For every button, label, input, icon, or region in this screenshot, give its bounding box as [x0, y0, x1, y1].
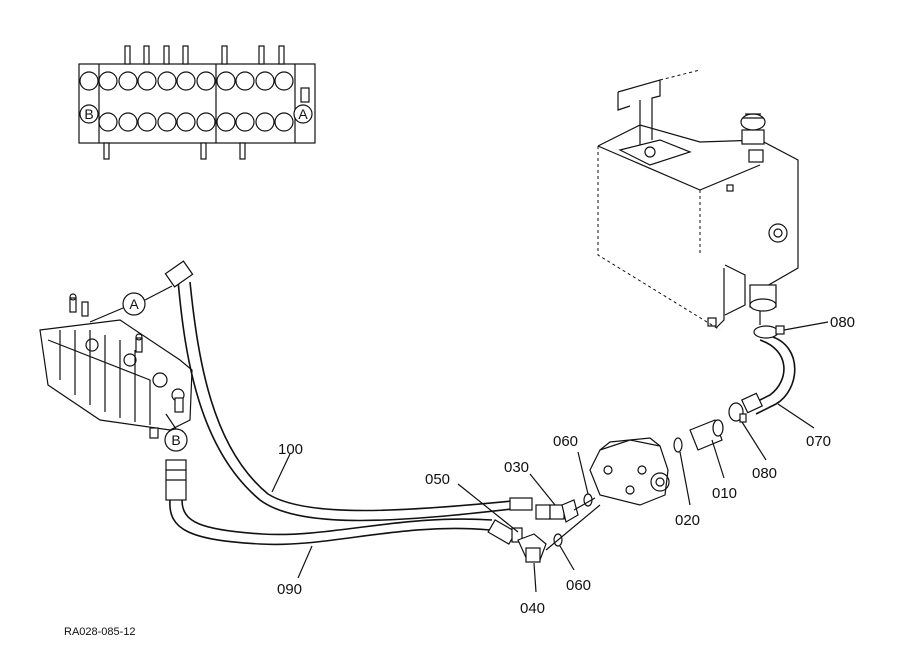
callout-060-upper: 060	[553, 433, 578, 450]
callout-040: 040	[520, 600, 545, 617]
clamp-080-upper	[753, 325, 785, 339]
port-b-letter: B	[171, 432, 180, 448]
control-valve-inset: B A	[78, 45, 316, 160]
reference-code: RA028-085-12	[64, 626, 136, 638]
callout-050: 050	[425, 471, 450, 488]
fitting-050	[511, 527, 523, 543]
callout-090: 090	[277, 581, 302, 598]
callout-020: 020	[675, 512, 700, 529]
callout-010: 010	[712, 485, 737, 502]
hose-100	[164, 260, 533, 522]
inset-port-b-marker: B	[79, 104, 99, 124]
callout-100: 100	[278, 441, 303, 458]
callout-080-lower: 080	[752, 465, 777, 482]
port-b-marker: B	[164, 413, 188, 452]
inset-port-b-letter: B	[84, 106, 93, 122]
elbow-040	[517, 533, 547, 563]
control-valve	[39, 293, 193, 439]
hose-070	[740, 335, 796, 415]
port-a-letter: A	[129, 296, 139, 312]
hose-090	[165, 459, 517, 546]
inset-spool-row-bottom	[98, 112, 294, 132]
callout-070: 070	[806, 433, 831, 450]
inset-top-stems	[124, 45, 285, 65]
adapter-010	[689, 419, 724, 451]
port-a-marker: A	[89, 285, 173, 323]
callout-060-lower: 060	[566, 577, 591, 594]
part-callouts: 100 090 050 030 060 040 060 020 010 080 …	[277, 314, 855, 617]
pipe-to-pump	[545, 497, 601, 551]
fitting-030	[535, 499, 579, 523]
inset-port-a-letter: A	[298, 106, 308, 122]
callout-030: 030	[504, 459, 529, 476]
leader-lines	[271, 321, 829, 593]
clamp-080-lower	[728, 402, 747, 423]
callout-080-upper: 080	[830, 314, 855, 331]
hydraulic-tank	[597, 69, 799, 331]
inset-spool-row-top	[79, 71, 294, 91]
inset-port-a-marker: A	[293, 104, 313, 124]
hydraulic-pump	[589, 437, 670, 506]
inset-bottom-stems	[103, 142, 246, 160]
